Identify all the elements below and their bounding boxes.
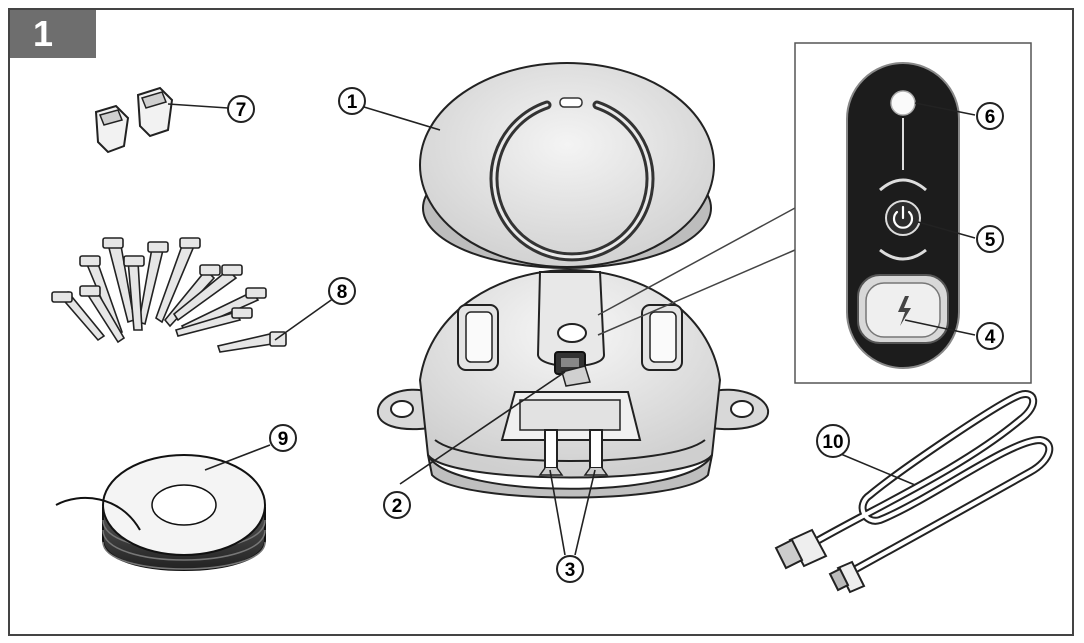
power-icon [892, 205, 914, 229]
callout-label: 8 [337, 282, 348, 303]
charging-station-lid [419, 62, 715, 269]
wire-connectors [94, 86, 174, 154]
callout-9: 9 [269, 424, 297, 452]
callout-8: 8 [328, 277, 356, 305]
callout-2: 2 [383, 491, 411, 519]
callout-3: 3 [556, 555, 584, 583]
power-button [885, 200, 921, 236]
lightning-icon [898, 296, 911, 326]
callout-label: 3 [565, 560, 576, 581]
callout-label: 4 [985, 327, 996, 348]
callout-5: 5 [976, 225, 1004, 253]
charging-station-base [376, 268, 770, 499]
callout-label: 7 [236, 100, 247, 121]
callout-label: 1 [347, 92, 358, 113]
boundary-wire-spool [55, 454, 266, 571]
usb-cable [774, 390, 1054, 594]
callout-label: 10 [822, 432, 843, 453]
charge-button [857, 274, 949, 344]
callout-6: 6 [976, 102, 1004, 130]
callout-10: 10 [816, 424, 850, 458]
pegs [51, 237, 287, 353]
callout-label: 5 [985, 230, 996, 251]
leader-lines [167, 102, 976, 556]
callout-label: 6 [985, 107, 996, 128]
callout-label: 2 [392, 496, 403, 517]
callout-4: 4 [976, 322, 1004, 350]
control-panel-detail [597, 42, 1032, 384]
figure-number-tab: 1 [10, 10, 96, 58]
callout-7: 7 [227, 95, 255, 123]
callout-label: 9 [278, 429, 289, 450]
callout-1: 1 [338, 87, 366, 115]
figure-number: 1 [32, 13, 54, 54]
